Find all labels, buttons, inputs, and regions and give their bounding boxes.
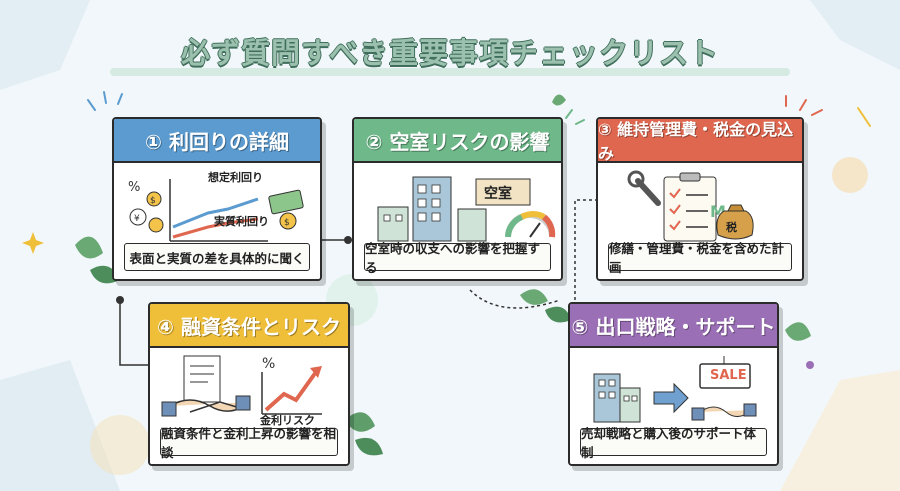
tax-bag-label: 税 bbox=[726, 221, 737, 234]
nominal-yield-label: 想定利回り bbox=[208, 171, 263, 184]
title-underline bbox=[110, 68, 790, 76]
card-yield-details: ① 利回りの詳細 % $ ¥ $ 想定利回り 実質利回り 表面と実質の差を具体的… bbox=[112, 117, 322, 281]
svg-text:$: $ bbox=[150, 196, 156, 206]
svg-text:%: % bbox=[128, 180, 140, 195]
card-maintenance-tax-title: ③ 維持管理費・税金の見込み bbox=[598, 119, 802, 163]
card-vacancy-risk: ② 空室リスクの影響 空室 空室時の収支への影響を把握する bbox=[352, 117, 563, 281]
card-maintenance-tax: ③ 維持管理費・税金の見込み M 税 修繕・管理費・税金を含めた計画 bbox=[596, 117, 804, 281]
svg-text:%: % bbox=[262, 356, 275, 372]
card-loan-terms-caption: 融資条件と金利上昇の影響を相談 bbox=[160, 426, 338, 460]
card-yield-details-title: ① 利回りの詳細 bbox=[114, 119, 320, 163]
card-exit-strategy: ⑤ 出口戦略・サポート SALE 売却戦略と購入後のサポート体制 bbox=[568, 302, 779, 466]
card-vacancy-risk-caption: 空室時の収支への影響を把握する bbox=[364, 241, 551, 275]
sale-sign-label: SALE bbox=[710, 368, 747, 383]
sale-handshake-icon bbox=[593, 356, 757, 423]
card-loan-terms-title: ④ 融資条件とリスク bbox=[150, 304, 348, 348]
card-maintenance-tax-caption: 修繕・管理費・税金を含めた計画 bbox=[608, 241, 792, 275]
card-loan-terms: ④ 融資条件とリスク % 金利リスク 融資条件と金利上昇の影響を相談 bbox=[148, 302, 350, 466]
card-vacancy-risk-title: ② 空室リスクの影響 bbox=[354, 119, 561, 163]
yield-chart-icon: % $ ¥ $ bbox=[128, 179, 304, 242]
card-exit-strategy-caption: 売却戦略と購入後のサポート体制 bbox=[580, 426, 767, 460]
vacant-building-icon bbox=[377, 176, 556, 242]
card-exit-strategy-title: ⑤ 出口戦略・サポート bbox=[570, 304, 777, 348]
vacant-sign-label: 空室 bbox=[484, 186, 512, 202]
svg-text:$: $ bbox=[284, 218, 290, 228]
rate-risk-label: 金利リスク bbox=[260, 414, 315, 427]
svg-text:¥: ¥ bbox=[134, 214, 140, 224]
actual-yield-label: 実質利回り bbox=[214, 215, 269, 228]
page-title: 必ず質問すべき重要事項チェックリスト bbox=[181, 36, 719, 70]
handshake-rate-chart-icon: % bbox=[161, 355, 322, 417]
card-yield-details-caption: 表面と実質の差を具体的に聞く bbox=[124, 243, 310, 271]
checklist-wrench-icon: M bbox=[627, 170, 754, 242]
